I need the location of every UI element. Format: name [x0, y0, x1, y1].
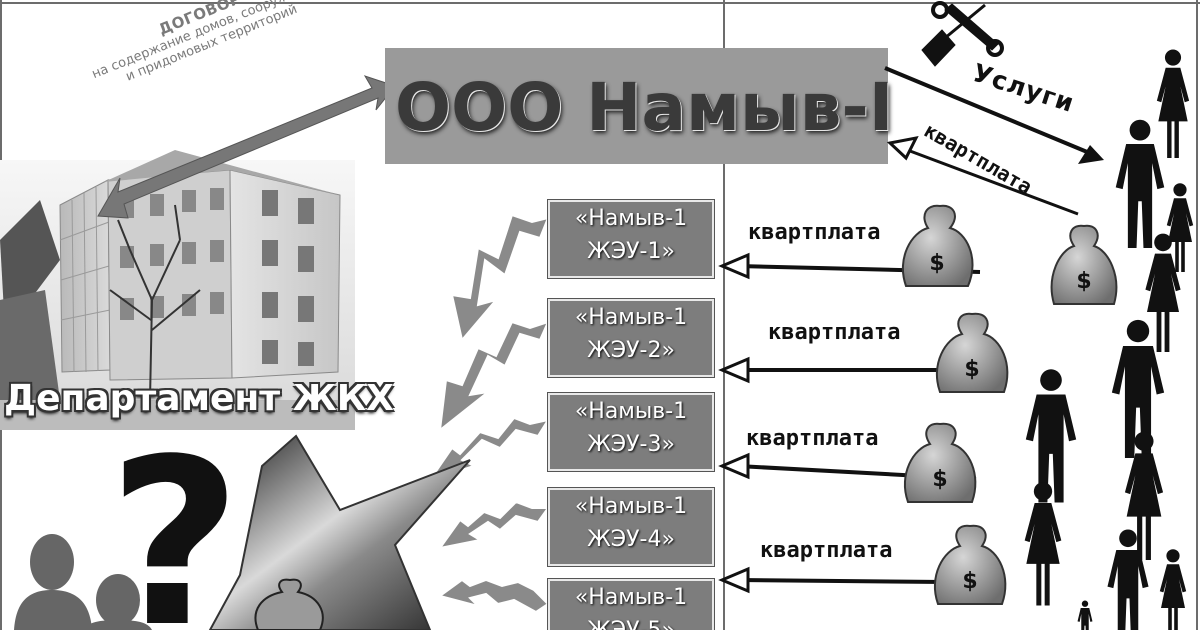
infographic: ДОГОВОР на содержание домов, сооружений …	[0, 0, 1200, 630]
tenants-silhouettes	[0, 0, 1200, 630]
